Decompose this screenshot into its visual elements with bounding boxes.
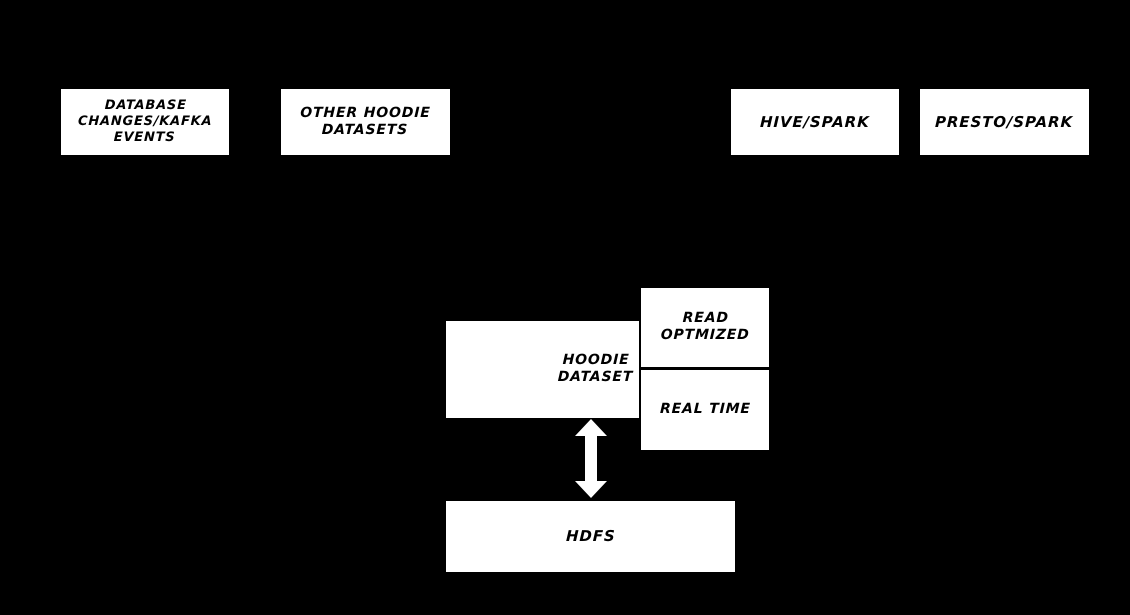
node-database-changes-kafka-events[interactable]: Database Changes/Kafka Events (61, 89, 229, 155)
node-hive-spark[interactable]: Hive/Spark (731, 89, 899, 155)
node-hdfs[interactable]: HDFS (446, 501, 735, 572)
node-label: Presto/Spark (935, 112, 1074, 131)
node-real-time-view[interactable]: Real Time (641, 370, 769, 450)
node-label: Hive/Spark (759, 112, 871, 131)
node-label: HDFS (565, 527, 616, 546)
node-label: Other Hoodie Datasets (300, 104, 432, 138)
node-label: Hoodie Dataset (556, 352, 633, 386)
node-presto-spark[interactable]: Presto/Spark (920, 89, 1089, 155)
node-other-hoodie-datasets[interactable]: Other Hoodie Datasets (281, 89, 450, 155)
node-label: Database Changes/Kafka Events (77, 98, 213, 145)
node-label: Read Optmized (659, 310, 750, 344)
double-headed-arrow-icon (575, 419, 607, 498)
node-label: Real Time (659, 401, 751, 418)
views-stack: Read Optmized Real Time (641, 288, 769, 450)
node-hoodie-dataset[interactable]: Hoodie Dataset (446, 321, 639, 418)
node-read-optimized-view[interactable]: Read Optmized (641, 288, 769, 370)
